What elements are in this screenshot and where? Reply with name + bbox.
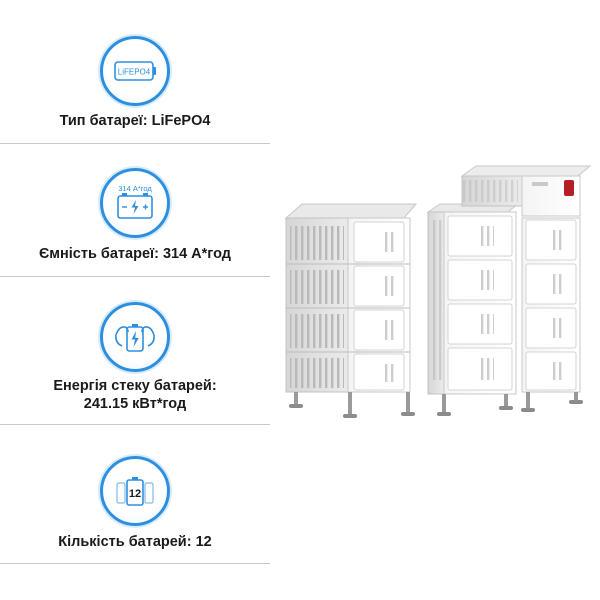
battery-capacity-label: Ємність батареї: 314 А*год — [38, 246, 232, 262]
battery-count-label: Кількість батарей: 12 — [58, 534, 212, 550]
capacity-icon-text: 314 А*год — [118, 184, 152, 193]
divider — [0, 424, 270, 425]
divider — [0, 563, 270, 564]
divider — [0, 276, 270, 277]
stack-energy-label-line2: 241.15 кВт*год — [83, 396, 187, 412]
battery-count-icon-text: 12 — [129, 488, 141, 500]
stack-energy-label-line1: Енергія стеку батарей: — [53, 378, 217, 394]
divider — [0, 143, 270, 144]
battery-stack-image — [284, 165, 592, 418]
power-switch-icon — [564, 180, 574, 196]
battery-count-icon: 12 — [100, 456, 170, 526]
battery-stack-left — [284, 203, 418, 418]
battery-energy-icon — [100, 302, 170, 372]
lifepo4-battery-icon: LiFEPO4 — [100, 36, 170, 106]
battery-capacity-icon: 314 А*год — [100, 168, 170, 238]
lifepo4-icon-text: LiFEPO4 — [118, 68, 151, 77]
battery-stack-middle — [426, 203, 520, 416]
battery-type-label: Тип батареї: LiFePO4 — [59, 113, 211, 129]
battery-stack-right — [460, 165, 592, 412]
